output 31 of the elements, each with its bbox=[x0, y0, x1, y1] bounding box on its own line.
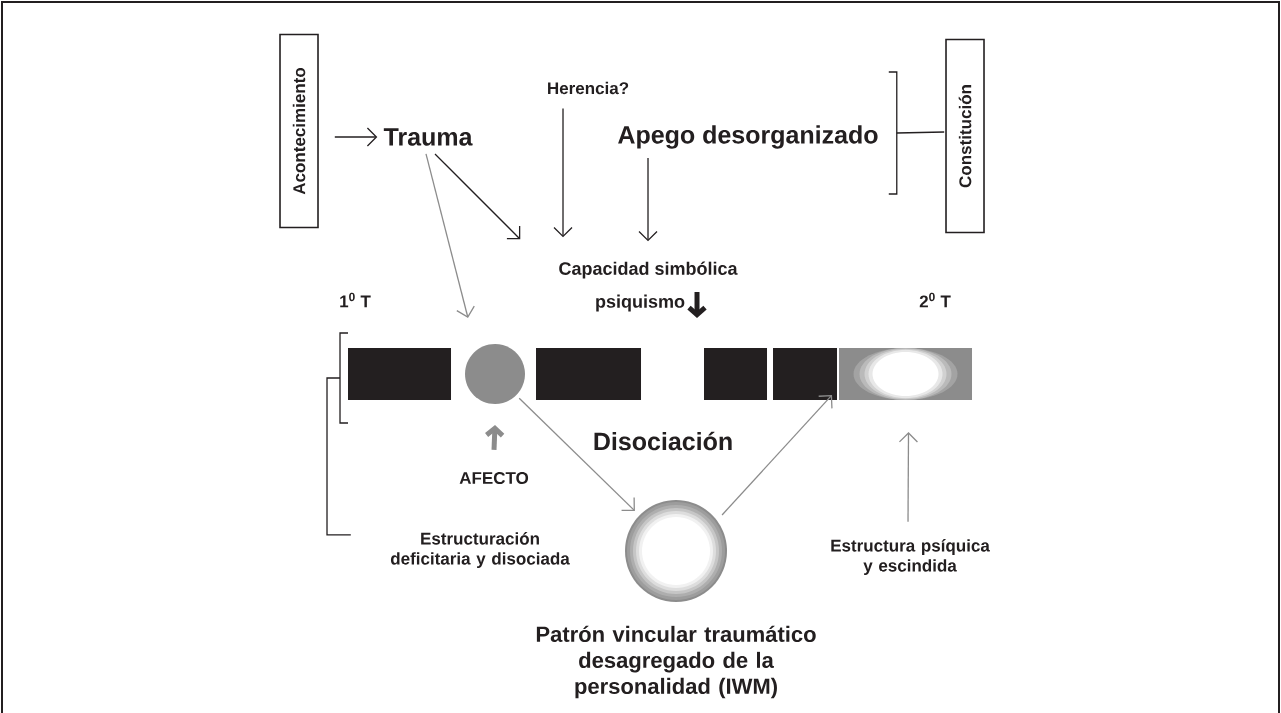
text-label: 1$^{0}$ T bbox=[340, 292, 371, 308]
bracket-connector bbox=[896, 131, 945, 134]
gradient-bar bbox=[839, 348, 972, 400]
arrow bbox=[518, 397, 635, 512]
bracket-connector bbox=[326, 377, 352, 536]
arrow bbox=[425, 153, 475, 318]
node-text: Estructura psíquica y escindida bbox=[831, 539, 990, 575]
bar-block bbox=[536, 348, 641, 400]
node-text: Capacidad simbólica bbox=[559, 261, 738, 279]
arrow bbox=[485, 425, 505, 450]
bar-block bbox=[348, 348, 451, 400]
node-text: Trauma bbox=[383, 128, 473, 146]
bar-block bbox=[704, 348, 767, 400]
text-label: Disociación bbox=[594, 431, 732, 451]
bar-block bbox=[773, 348, 837, 400]
circle-shape bbox=[465, 344, 525, 404]
arrow bbox=[638, 157, 658, 242]
node-text: Estructuración deficitaria y disociada bbox=[390, 532, 570, 568]
arrow bbox=[721, 395, 833, 516]
text-label: 2$^{0}$ T bbox=[919, 292, 951, 308]
caption-text: Patrón vincular traumático desagregado de la personalidad (IWM) bbox=[536, 625, 816, 699]
arrow bbox=[553, 107, 573, 238]
node-text: psiquismo bbox=[596, 294, 685, 312]
label-box: Acontecimiento bbox=[279, 33, 319, 229]
node-text: AFECTO bbox=[459, 472, 529, 485]
node-text: Apego desorganizado bbox=[618, 125, 878, 149]
arrow bbox=[334, 127, 378, 147]
arrow bbox=[898, 432, 919, 523]
arrow bbox=[434, 153, 521, 240]
label-box: Constitución bbox=[945, 38, 985, 234]
node-text: Herencia? bbox=[548, 81, 629, 95]
